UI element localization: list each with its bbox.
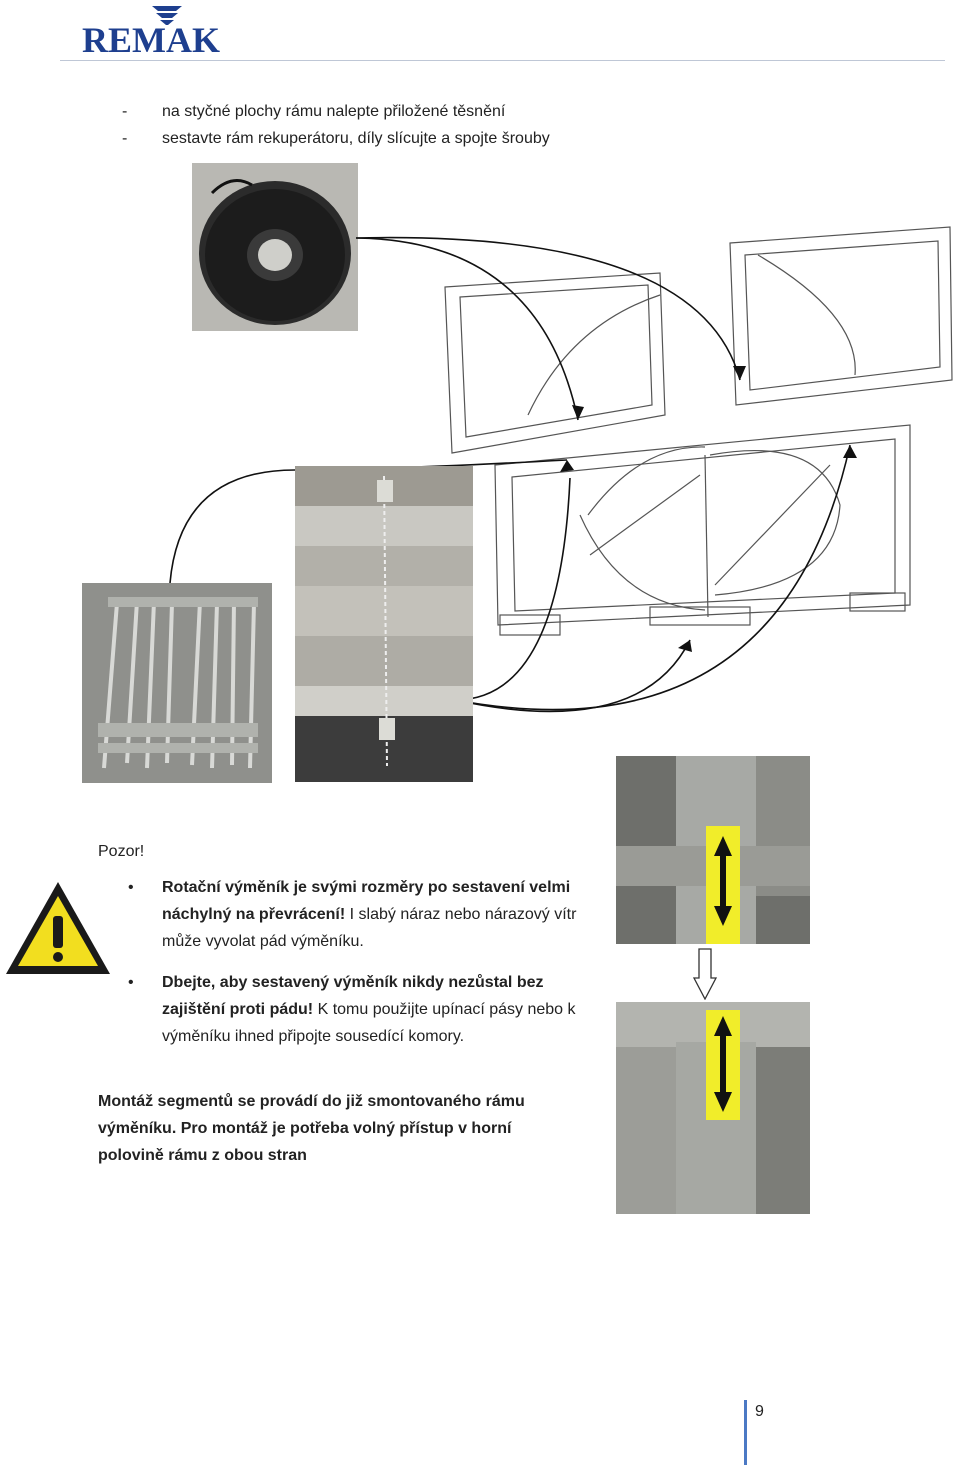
warning-bullet-1: • Rotační výměník je svými rozměry po se… [128, 874, 598, 955]
intro-item-1: - na styčné plochy rámu nalepte přiložen… [122, 103, 505, 121]
threaded-rods-photo [82, 583, 272, 783]
assembly-note: Montáž segmentů se provádí do již smonto… [98, 1093, 525, 1164]
header-rule [60, 60, 945, 61]
bullet-dot: • [128, 974, 134, 991]
down-arrow-icon [692, 948, 718, 1001]
intro-item-text: na styčné plochy rámu nalepte přiložené … [162, 103, 506, 120]
logo-text: REMAK [82, 20, 220, 56]
dash: - [122, 130, 128, 147]
warning-bold-text: Rotační výměník je svými rozměry po sest… [162, 879, 571, 923]
connector-arrows [169, 236, 857, 713]
intro-item-text: sestavte rám rekuperátoru, díly slícujte… [162, 130, 550, 147]
frame-profile-photo [295, 466, 473, 782]
gasket-roll-photo [192, 163, 358, 331]
frame-corner-photo-bottom [616, 1002, 810, 1214]
warning-normal-text: K tomu použijte upínací pásy nebo k výmě… [162, 1001, 576, 1045]
warning-triangle-icon [2, 878, 114, 978]
frame-corner-photo-top [616, 756, 810, 944]
bullet-dot: • [128, 879, 134, 896]
dash: - [122, 103, 128, 120]
warning-title: Pozor! [98, 843, 145, 860]
warning-bullet-2: • Dbejte, aby sestavený výměník nikdy ne… [128, 969, 598, 1050]
exchanger-frame-drawing [440, 215, 955, 645]
intro-item-2: - sestavte rám rekuperátoru, díly slícuj… [122, 130, 550, 148]
page-number-bar [744, 1400, 747, 1465]
warning-normal-text: I slabý náraz nebo nárazový vítr může vy… [162, 906, 577, 950]
logo-mark: REMAK [82, 6, 220, 60]
warning-bold-text: Dbejte, aby sestavený výměník nikdy nezů… [162, 974, 544, 1018]
page-number: 9 [755, 1403, 764, 1420]
remak-logo: REMAK [82, 4, 252, 60]
